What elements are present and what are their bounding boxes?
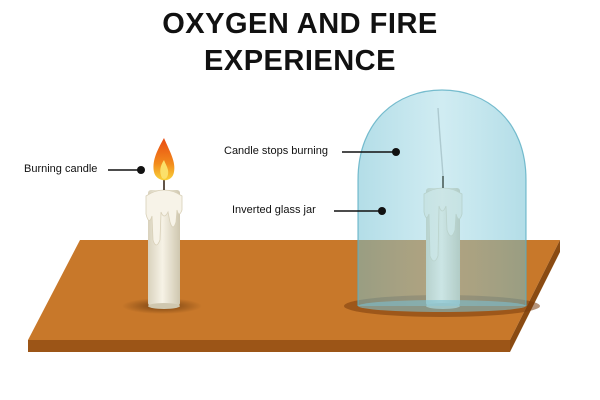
label-pointers bbox=[108, 148, 400, 215]
table-side bbox=[510, 240, 560, 352]
pointer-dot-jar bbox=[378, 207, 386, 215]
wax-drips bbox=[145, 189, 183, 246]
label-inverted-glass-jar: Inverted glass jar bbox=[232, 204, 316, 216]
label-candle-stops-burning: Candle stops burning bbox=[224, 145, 328, 157]
flame-icon bbox=[153, 138, 175, 181]
pointer-dot-burning bbox=[137, 166, 145, 174]
label-burning-candle: Burning candle bbox=[24, 163, 98, 175]
glass-jar-body bbox=[358, 90, 526, 306]
glass-jar-rim bbox=[358, 300, 526, 312]
table-front bbox=[28, 340, 510, 352]
glass-jar bbox=[357, 89, 527, 312]
candle-bottom bbox=[148, 303, 180, 309]
burning-candle bbox=[122, 138, 202, 314]
title-line-2: EXPERIENCE bbox=[204, 45, 396, 77]
title-line-1: OXYGEN AND FIRE bbox=[162, 8, 438, 40]
glass-jar-outline bbox=[357, 89, 527, 306]
flame-core bbox=[160, 160, 169, 179]
pointer-dot-stops bbox=[392, 148, 400, 156]
page-title: OXYGEN AND FIRE EXPERIENCE bbox=[0, 6, 600, 80]
